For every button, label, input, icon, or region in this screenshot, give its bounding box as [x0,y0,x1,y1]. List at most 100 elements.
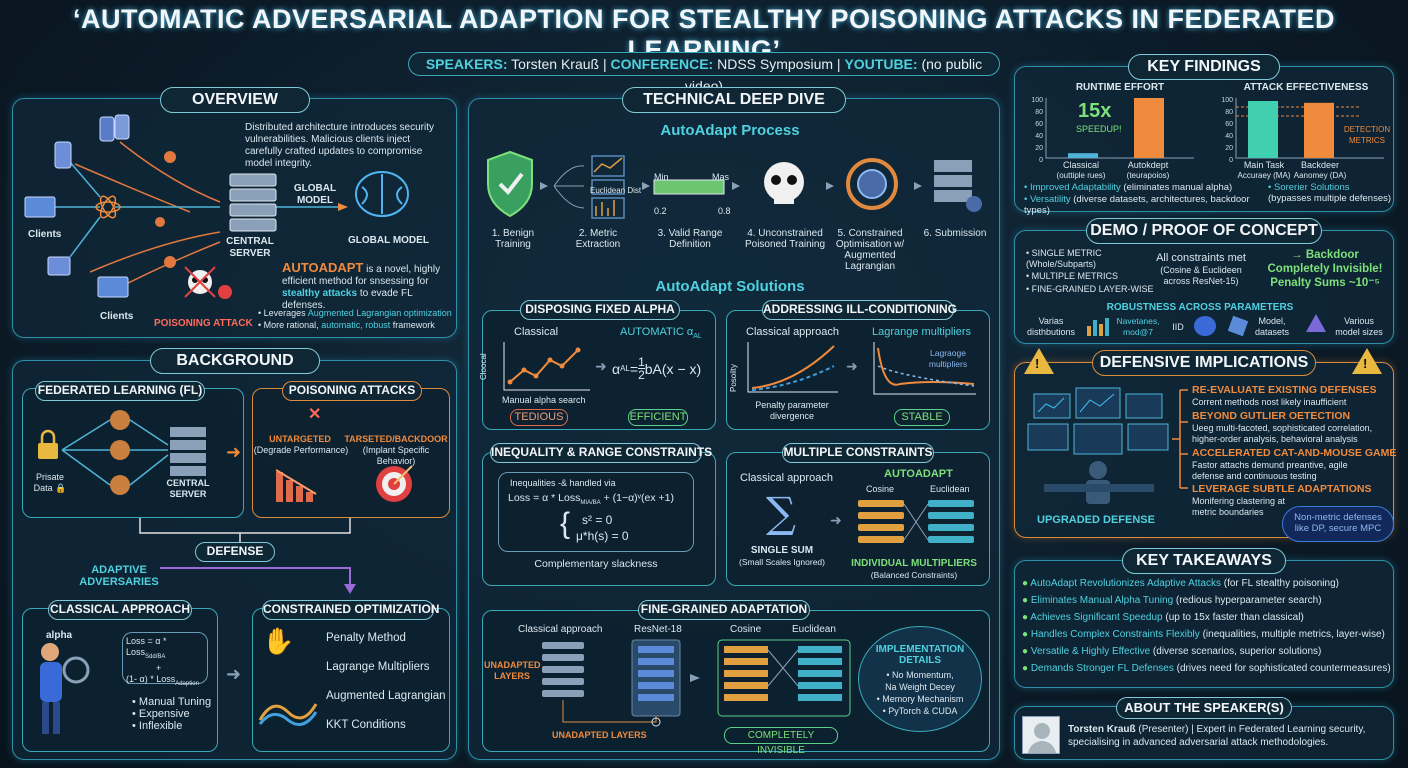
defense-item-title: RE-EVALUATE EXISTING DEFENSES [1192,384,1377,396]
separator: | [603,56,607,72]
range-low: 0.2 [654,206,667,216]
unadapted-layers-label: UNADAPTED LAYERS [484,660,541,681]
bullet-text: framework [390,320,435,330]
constrained-title: CONSTRAINED OPTIMIZATION [262,600,439,620]
completely-invisible-tag: COMPLETELY INVISIBLE [724,727,838,756]
takeaways-list: ● AutoAdapt Revolutionizes Adaptive Atta… [1022,578,1392,680]
lagrange-small-label: Lagraoge multipliers [928,348,968,369]
bar [1304,102,1334,158]
classical-approach-label: Classical approach [746,326,839,338]
global-model-label: GLOBAL MODEL [348,235,429,246]
brain-icon [355,171,409,217]
speaker-line: Torsten Krauß (Presenter) | Expert in Fe… [1068,724,1365,735]
surface-plot-icon [258,703,318,726]
classical-bullets: • Manual Tuning • Expensive • Inflexible [132,696,211,732]
client-device-icon [24,114,130,298]
speedup-sub: SPEEDUP! [1076,124,1122,134]
takeaway-text: (diverse scenarios, superior solutions) [1150,646,1322,657]
robustness-item: Model, datasets [1254,316,1290,337]
ill-conditioning-title: ADDRESSING ILL-CONDITIONING [762,300,957,320]
defensive-title: DEFENSIVE IMPLICATIONS [1092,350,1316,376]
constrained-box [252,608,450,752]
y-tick-label: 40 [1225,133,1233,140]
classical-label: Classical [514,326,559,338]
speaker-title: ABOUT THE SPEAKER(S) [1116,697,1292,719]
gear-icon [155,151,176,268]
takeaway-text: (inequalities, multiple metrics, layer-w… [1199,629,1385,640]
process-title: AutoAdapt Process [660,122,800,139]
poisoning-title: POISONING ATTACKS [282,381,422,401]
implementation-item: • PyTorch & CUDA [882,706,958,716]
bar [1134,98,1164,158]
runtime-title: RUNTIME EFFORT [1075,82,1165,93]
metric-mini-charts [591,155,625,219]
bar-chart-icon [1087,318,1109,336]
targeted-sub: (Implant Specific Behavior) [362,445,430,466]
defense-label: DEFENSE [195,542,275,562]
y-tick-label: 20 [1035,145,1043,152]
unadapted-layers-bottom: UNADAPTED LAYERS [552,730,647,740]
effect-bar-sub: Accuraey (MA) [1237,171,1291,180]
brace-icon: { [560,507,571,540]
overview-description: Distributed architecture introduces secu… [245,122,434,169]
defense-connector [1172,389,1188,489]
formula-text: Loss = α * Loss [126,636,167,657]
takeaway-highlight: Versatile & Highly Effective [1030,646,1151,657]
fixed-alpha-title: DISPOSING FIXED ALPHA [520,300,680,320]
y-tick-label: 100 [1221,97,1233,104]
skull-icon [764,162,804,204]
resnet-label: ResNet-18 [634,624,682,635]
formula-text: + (1−α)ᵛ(ex +1) [600,492,675,504]
page-title: ‘AUTOMATIC ADVERSARIAL ADAPTION FOR STEA… [72,4,1336,65]
speaker-role: (Presenter) | Expert in Federated Learni… [1135,724,1366,735]
defense-item-text: Fastor attachs demund preantive, agile d… [1192,460,1348,481]
equation: s² = 0 [582,513,613,527]
arrow-right-icon: ➜ [846,358,858,374]
formula-denominator: 2 [638,368,645,382]
decline-chart-icon [275,469,317,502]
robustness-item: Varias disthbutions [1026,316,1076,337]
loss-formula-box [122,632,208,684]
takeaway-text: (up to 15x faster than classical) [1162,612,1304,623]
cross-icon: ✕ [308,406,322,423]
background-title: BACKGROUND [150,348,320,374]
speaker-line: specialising in advanced adversarial att… [1068,737,1329,748]
alpha-label: alpha [46,630,73,641]
bullet-highlight: automatic, robust [321,320,391,330]
formula-text: (1- α) * Loss [126,673,176,684]
overview-bullet: • More rational, automatic, robust frame… [258,320,458,331]
formula-text: = [629,360,639,377]
autoadapt-text: is a novel, highly efficient method for … [282,264,441,287]
automatic-alpha-label: AUTOMATIC αAL [620,326,702,343]
lock-icon [38,429,58,459]
bullet-text: (eliminates manual alpha) [1120,182,1233,193]
constrained-item: Lagrange Multipliers [326,661,430,673]
implementation-item: • Memory Mechanism [876,694,964,704]
chart-ylabel: Cloocal [479,353,488,380]
bullet-highlight: • Sorerier Solutions [1268,182,1350,193]
nonmetric-badge [1282,506,1394,542]
central-server-label: CENTRAL SERVER [166,478,210,499]
autoadapt-summary: AUTOADAPT is a novel, highly efficient m… [282,261,452,312]
untargeted-label: UNTARGETED [269,434,331,444]
runtime-bar-label: Classical [1062,160,1099,170]
defense-item-text: Corrent methods nost likely inaufficient [1192,397,1347,407]
takeaway-text: (for FL stealthy poisoning) [1220,578,1339,589]
takeaway-item: ● Achieves Significant Speedup (up to 15… [1022,612,1304,623]
runtime-bar-label: Autokdept [1127,160,1169,170]
multipliers-diagram [858,500,974,543]
efficient-tag: EFFICIENT [628,409,688,426]
range-min: Min [654,172,669,182]
nonmetric-text: Non-metric defenses like DP, secure MPC [1294,512,1382,534]
formula-sub: Sdd/BA [145,653,166,660]
penalty-divergence-chart [747,342,838,393]
y-tick-label: 0 [1039,157,1043,162]
autoadapt-highlight: stealthy attacks [282,288,358,299]
loss-formula: Loss = α * LossSdd/BA + (1- α) * LossAda… [126,636,206,690]
defense-item-text: Monifering clastering at metric boundari… [1192,496,1286,517]
y-tick-label: 20 [1225,145,1233,152]
demo-result: → Backdoor Completely Invisible! Penalty… [1267,249,1383,289]
robustness-item: Navetanes, mod@7 [1116,316,1160,337]
